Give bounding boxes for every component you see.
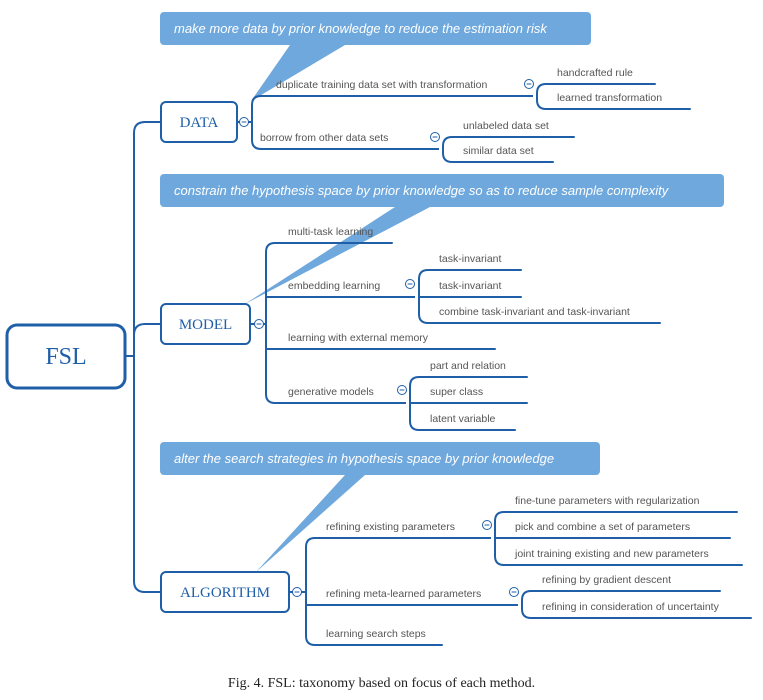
trunk-data (133, 121, 162, 357)
leaf-line (536, 99, 691, 110)
collapse-minus-icon[interactable] (509, 587, 519, 597)
model-callout-text: constrain the hypothesis space by prior … (174, 183, 670, 198)
figure-caption: Fig. 4. FSL: taxonomy based on focus of … (227, 676, 536, 691)
leaf-line (409, 420, 516, 431)
branch-label: refining meta-learned parameters (326, 588, 481, 600)
data-callout-text: make more data by prior knowledge to red… (174, 21, 548, 36)
leaf-label: pick and combine a set of parameters (515, 521, 690, 533)
leaf-line (409, 376, 528, 387)
algorithm-callout (160, 442, 600, 475)
model-trunk-up (265, 242, 276, 324)
leaf-line (418, 313, 661, 324)
collapse-minus-icon[interactable] (482, 520, 492, 530)
leaf-label: combine task-invariant and task-invarian… (439, 306, 630, 318)
leaf-label: task-invariant (439, 280, 502, 292)
model-label: MODEL (179, 317, 232, 333)
branch-label: generative models (288, 386, 374, 398)
branch-label: duplicate training data set with transfo… (276, 79, 487, 91)
collapse-minus-icon[interactable] (254, 319, 264, 329)
leaf-label: joint training existing and new paramete… (514, 548, 709, 560)
collapse-minus-icon[interactable] (524, 79, 534, 89)
leaf-line (442, 136, 575, 147)
leaf-label: refining in consideration of uncertainty (542, 601, 720, 613)
collapse-minus-icon[interactable] (405, 279, 415, 289)
leaf-label: refining by gradient descent (542, 574, 671, 586)
branch-label: learning search steps (326, 628, 426, 640)
algorithm-trunk-down (305, 592, 316, 646)
leaf-line (494, 511, 738, 522)
leaf-label: handcrafted rule (557, 67, 633, 79)
leaf-line (442, 152, 554, 163)
algorithm-node (160, 571, 290, 613)
leaf-label: latent variable (430, 413, 496, 425)
leaf-label: fine-tune parameters with regularization (515, 495, 700, 507)
root-label: FSL (45, 344, 86, 370)
branch-label: embedding learning (288, 280, 380, 292)
leaf-label: unlabeled data set (463, 120, 549, 132)
algorithm-label: ALGORITHM (180, 585, 270, 601)
leaf-label: task-invariant (439, 253, 502, 265)
model-node (160, 303, 251, 345)
model-trunk-down (265, 324, 276, 404)
data-node (160, 101, 238, 143)
collapse-minus-icon[interactable] (292, 587, 302, 597)
data-label: DATA (180, 115, 219, 131)
model-callout (160, 174, 724, 207)
trunk-algorithm (133, 355, 162, 593)
leaf-label: super class (430, 386, 483, 398)
trunk-model (133, 323, 162, 357)
leaf-label: similar data set (463, 145, 534, 157)
branch-label: borrow from other data sets (260, 132, 388, 144)
branch-label: multi-task learning (288, 226, 373, 238)
leaf-line (536, 83, 656, 94)
leaf-label: part and relation (430, 360, 506, 372)
branch-label: learning with external memory (288, 332, 429, 344)
data-trunk-up (251, 95, 262, 122)
leaf-label: learned transformation (557, 92, 662, 104)
collapse-minus-icon[interactable] (239, 117, 249, 127)
model-callout-tail (245, 207, 430, 304)
root-node (5, 323, 127, 390)
algorithm-trunk-up (305, 537, 316, 592)
data-callout-tail (251, 45, 345, 101)
leaf-line (418, 269, 522, 280)
leaf-line (521, 590, 721, 601)
collapse-minus-icon[interactable] (430, 132, 440, 142)
branch-label: refining existing parameters (326, 521, 455, 533)
data-trunk-down (251, 122, 262, 150)
leaf-line (521, 608, 752, 619)
algorithm-callout-tail (256, 475, 365, 572)
data-callout (160, 12, 591, 45)
algorithm-callout-text: alter the search strategies in hypothesi… (174, 451, 554, 466)
collapse-minus-icon[interactable] (397, 385, 407, 395)
leaf-line (494, 555, 743, 566)
